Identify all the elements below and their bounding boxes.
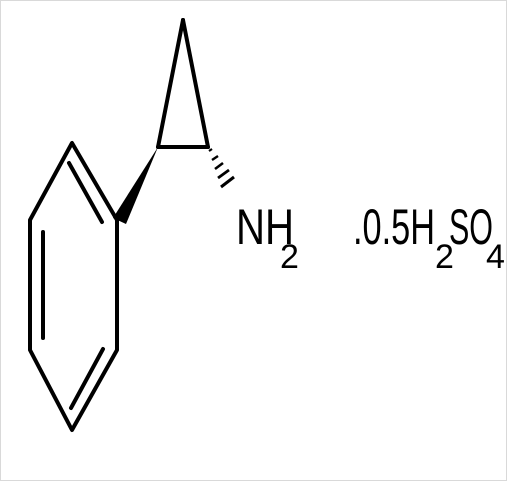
benzene-hexagon [28, 141, 119, 432]
ring-bond-right [181, 18, 210, 149]
hash-line-3 [214, 161, 224, 171]
salt-subscript-2-text: 4 [486, 238, 505, 276]
amine-label: NH 2 [236, 199, 299, 276]
benzene-ring [28, 141, 119, 432]
hash-line-2 [211, 155, 219, 161]
hash-line-5 [220, 175, 235, 189]
cyclopropane-ring [156, 18, 210, 149]
salt-label: .0.5H 2 SO 4 [353, 199, 505, 276]
hash-line-4 [217, 168, 230, 180]
amine-main-text: NH [236, 199, 294, 255]
wedge-bond [113, 147, 158, 224]
hash-line-1 [208, 148, 213, 152]
salt-prefix-text: .0.5H [353, 199, 435, 255]
benzene-double-bond-3 [69, 347, 105, 410]
amine-subscript-text: 2 [280, 238, 299, 276]
benzene-double-bond-1 [67, 161, 104, 224]
ring-bond-left [156, 18, 185, 149]
salt-middle-text: SO [449, 199, 493, 255]
salt-subscript-1-text: 2 [435, 238, 454, 276]
hashed-bond [208, 148, 235, 189]
